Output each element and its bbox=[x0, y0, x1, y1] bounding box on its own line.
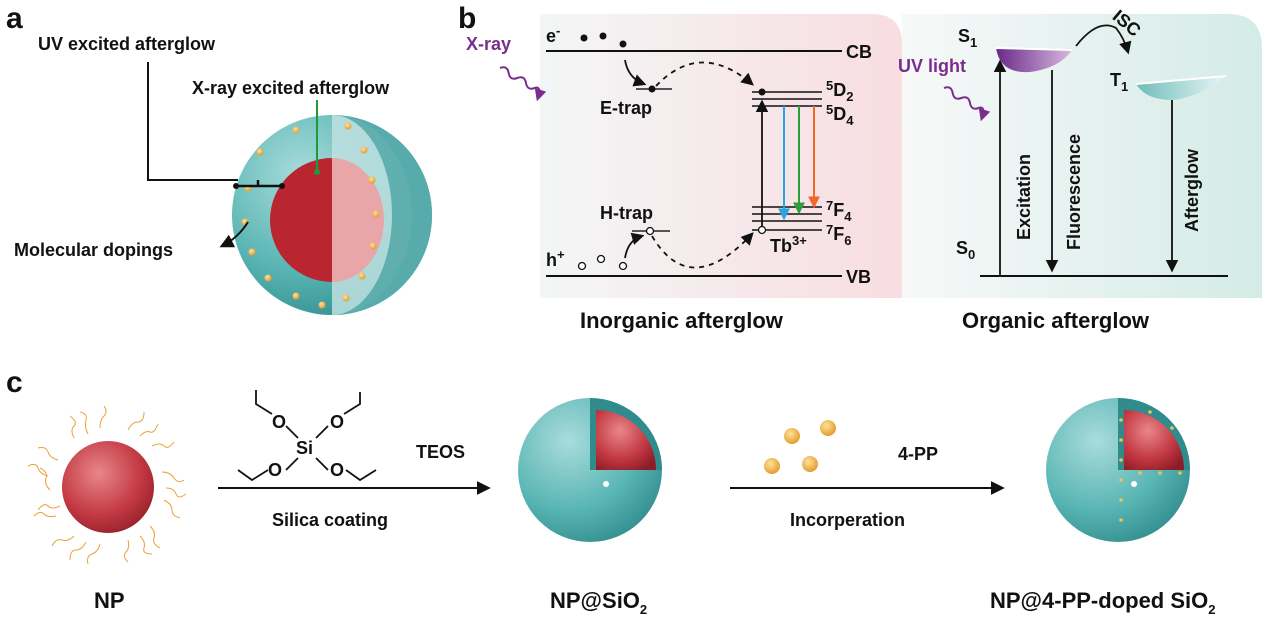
panel-a-label: a bbox=[6, 2, 23, 35]
pp-dot bbox=[784, 428, 800, 444]
incorporation-label: Incorperation bbox=[790, 510, 905, 530]
s1-label: S1 bbox=[958, 26, 977, 50]
teos-o3: O bbox=[268, 460, 282, 480]
s0-label: S0 bbox=[956, 238, 975, 262]
np-doped-particle bbox=[1046, 398, 1190, 542]
vb-label: VB bbox=[846, 267, 871, 287]
teos-molecule bbox=[237, 390, 377, 482]
np-label: NP bbox=[94, 588, 125, 613]
uv-wave-icon bbox=[943, 86, 991, 122]
teos-si: Si bbox=[296, 438, 313, 458]
panel-b-label: b bbox=[458, 2, 476, 35]
teos-label: TEOS bbox=[416, 442, 465, 462]
teos-o1: O bbox=[272, 412, 286, 432]
np-particle bbox=[27, 405, 187, 565]
doping-dots bbox=[241, 122, 380, 309]
tb-ion-label: Tb3+ bbox=[770, 233, 807, 256]
pp-dot bbox=[764, 458, 780, 474]
h-trap-label: H-trap bbox=[600, 203, 653, 223]
isc-arrow bbox=[1075, 24, 1132, 55]
xray-wave-icon bbox=[499, 66, 547, 102]
silica-coating-label: Silica coating bbox=[272, 510, 388, 530]
inorganic-background bbox=[540, 14, 902, 298]
organic-afterglow-label: Organic afterglow bbox=[962, 308, 1150, 333]
t1-label: T1 bbox=[1110, 70, 1128, 94]
teos-o4: O bbox=[330, 460, 344, 480]
panel-c-label: c bbox=[6, 366, 23, 399]
pp-dot bbox=[802, 456, 818, 472]
level-5d2-label: 5D2 bbox=[826, 78, 853, 104]
uv-pointer-line bbox=[147, 62, 238, 181]
electron-label: e- bbox=[546, 23, 560, 46]
pp-label: 4-PP bbox=[898, 444, 938, 464]
dopings-arrow bbox=[219, 221, 249, 248]
afterglow-label: Afterglow bbox=[1182, 148, 1202, 232]
teos-o2: O bbox=[330, 412, 344, 432]
np-sio2-label: NP@SiO2 bbox=[550, 588, 647, 617]
inorganic-afterglow-label: Inorganic afterglow bbox=[580, 308, 784, 333]
e-trap-transfer-arrow bbox=[655, 61, 754, 87]
np-core bbox=[62, 441, 154, 533]
cb-label: CB bbox=[846, 42, 872, 62]
level-7f6-label: 7F6 bbox=[826, 222, 851, 248]
core-shell-sphere bbox=[232, 115, 432, 315]
s1-well bbox=[996, 48, 1072, 73]
level-5d4-label: 5D4 bbox=[826, 102, 854, 128]
molecular-dopings-label: Molecular dopings bbox=[14, 240, 173, 260]
uv-light-label: UV light bbox=[898, 56, 966, 76]
np-sio2-particle bbox=[518, 398, 662, 542]
xray-label: X-ray bbox=[466, 34, 511, 54]
pp-dot bbox=[820, 420, 836, 436]
hole-label: h+ bbox=[546, 247, 565, 270]
shell-bracket bbox=[236, 180, 282, 188]
fluorescence-label: Fluorescence bbox=[1064, 134, 1084, 250]
excitation-label: Excitation bbox=[1014, 154, 1034, 240]
e-trap-label: E-trap bbox=[600, 98, 652, 118]
xray-afterglow-label: X-ray excited afterglow bbox=[192, 78, 390, 98]
uv-afterglow-label: UV excited afterglow bbox=[38, 34, 216, 54]
level-7f4-label: 7F4 bbox=[826, 198, 852, 224]
np-doped-label: NP@4-PP-doped SiO2 bbox=[990, 588, 1215, 617]
